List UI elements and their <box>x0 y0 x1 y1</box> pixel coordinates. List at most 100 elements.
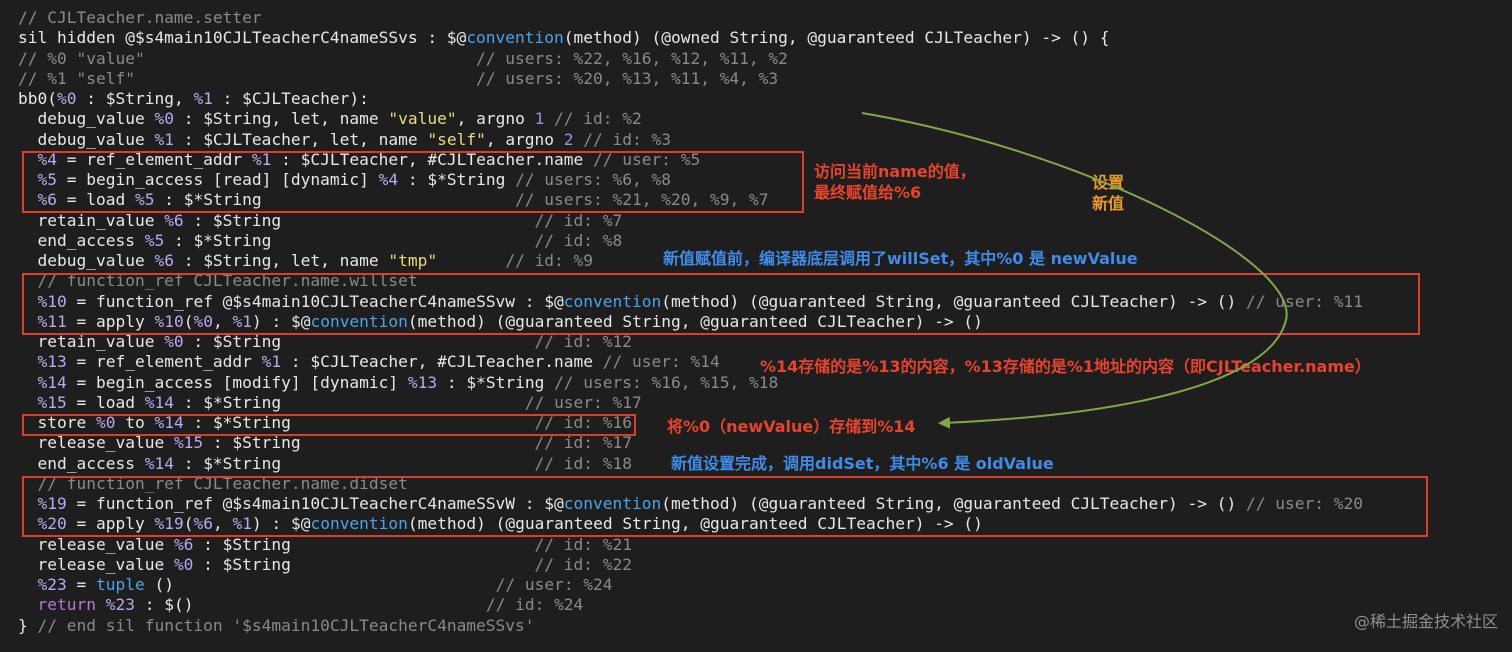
code-token: = function_ref @$s4main10CJLTeacherC4nam… <box>66 494 564 513</box>
code-token <box>437 251 505 270</box>
code-line: release_value %15 : $String // id: %17 <box>18 433 1363 453</box>
code-token: : $String <box>183 210 535 230</box>
code-token: // id: %16 <box>534 413 633 432</box>
code-token: // user: %17 <box>524 392 642 412</box>
code-token: store <box>18 413 96 432</box>
code-token: = function_ref @$s4main10CJLTeacherC4nam… <box>66 291 564 311</box>
code-token <box>18 352 38 371</box>
code-token: ( <box>183 514 194 534</box>
code-token: %1 <box>232 311 252 331</box>
code-token: : $*String <box>154 190 516 210</box>
code-token: %4 <box>378 170 399 189</box>
code-token: convention <box>310 311 408 331</box>
code-token <box>18 575 38 594</box>
note-storage: %14存储的是%13的内容，%13存储的是%1地址的内容（即CJLTeacher… <box>760 357 1371 376</box>
code-token: // id: %24 <box>485 595 584 615</box>
code-token: // function_ref CJLTeacher.name.didset <box>18 473 408 493</box>
code-token: // user: %14 <box>602 352 720 372</box>
code-token: ) : $@ <box>251 311 311 331</box>
code-token: : $*String <box>173 453 535 473</box>
code-token: // id: %7 <box>534 210 623 230</box>
note-willset: 新值赋值前，编译器底层调用了willSet，其中%0 是 newValue <box>663 249 1138 268</box>
code-token: (method) (@guaranteed String, @guarantee… <box>661 494 1246 513</box>
code-token: (method) (@guaranteed String, @guarantee… <box>407 514 983 534</box>
code-line: %5 = begin_access [read] [dynamic] %4 : … <box>18 170 1363 190</box>
code-token: %5 <box>37 170 58 189</box>
code-token: %1 <box>251 149 272 169</box>
code-token: %6 <box>154 251 174 270</box>
code-token: , argno <box>485 129 564 149</box>
code-token: debug_value <box>18 251 155 270</box>
code-token: : $CJLTeacher, let, name <box>173 129 428 149</box>
code-token: retain_value <box>18 210 165 230</box>
code-token <box>18 393 38 412</box>
code-token: %0 <box>56 89 77 108</box>
code-token: = ref_element_addr <box>57 149 252 169</box>
code-token <box>18 373 38 392</box>
code-token: end_access <box>18 453 145 473</box>
code-token: // id: %2 <box>544 109 642 129</box>
code-token: %11 <box>37 311 67 331</box>
highlight-box-load-name <box>22 151 804 213</box>
code-token: %1 <box>261 352 282 372</box>
code-line: retain_value %0 : $String // id: %12 <box>18 332 1363 352</box>
code-token: // id: %22 <box>534 554 633 574</box>
code-token: = begin_access [read] [dynamic] <box>57 170 379 189</box>
code-token: , <box>212 311 233 331</box>
code-token: : $String <box>183 332 535 351</box>
code-token: %19 <box>37 494 67 513</box>
code-token: %14 <box>144 453 174 473</box>
code-line: release_value %6 : $String // id: %21 <box>18 535 1363 555</box>
code-token: : $CJLTeacher): <box>212 89 369 108</box>
code-token: () <box>144 575 496 594</box>
code-token: %23 <box>105 595 135 615</box>
code-token <box>18 595 38 614</box>
code-token: %15 <box>173 433 204 453</box>
note-set-new-value: 设置 新值 <box>1092 173 1125 213</box>
code-line: debug_value %6 : $String, let, name "tmp… <box>18 251 1363 271</box>
code-line: return %23 : $() // id: %24 <box>18 595 1363 615</box>
code-token: debug_value <box>18 129 155 149</box>
code-token: %0 <box>173 554 194 574</box>
code-token: to <box>115 413 155 432</box>
code-token: convention <box>310 514 408 534</box>
code-token: // function_ref CJLTeacher.name.willset <box>18 271 418 291</box>
code-token: // id: %17 <box>534 433 633 453</box>
code-line: end_access %14 : $*String // id: %18 <box>18 454 1363 474</box>
code-line: debug_value %1 : $CJLTeacher, let, name … <box>18 130 1363 150</box>
code-token: convention <box>563 291 662 311</box>
code-token: // user: %5 <box>593 149 701 169</box>
code-token: // users: %16, %15, %18 <box>554 372 779 392</box>
code-token: // %0 "value" // users: %22, %16, %12, %… <box>18 48 788 68</box>
code-token: ) : $@ <box>251 514 311 534</box>
code-line: %23 = tuple () // user: %24 <box>18 575 1363 595</box>
highlight-box-store <box>22 414 636 436</box>
note-didset: 新值设置完成，调用didSet，其中%6 是 oldValue <box>671 454 1054 473</box>
code-token: tuple <box>96 575 145 594</box>
code-token: %19 <box>154 514 184 534</box>
code-token: // id: %9 <box>505 251 594 270</box>
code-line: bb0(%0 : $String, %1 : $CJLTeacher): <box>18 89 1363 109</box>
code-token: = load <box>57 190 135 210</box>
code-token: : $CJLTeacher, #CJLTeacher.name <box>271 149 594 169</box>
code-token: : $String, <box>76 89 194 108</box>
code-token: = apply <box>66 514 155 534</box>
code-line: // function_ref CJLTeacher.name.didset <box>18 474 1363 494</box>
code-token: %14 <box>154 413 184 432</box>
code-token: // CJLTeacher.name.setter <box>18 8 262 27</box>
code-token: convention <box>563 494 662 513</box>
code-line: store %0 to %14 : $*String // id: %16 <box>18 413 1363 433</box>
note-store-newvalue: 将%0（newValue）存储到%14 <box>667 417 916 436</box>
code-token: %6 <box>37 190 58 210</box>
code-token: debug_value <box>18 109 155 129</box>
code-token: // id: %3 <box>573 129 672 149</box>
code-token: , argno <box>456 109 535 129</box>
code-token: : $() <box>134 595 486 615</box>
code-token: %0 <box>95 413 116 432</box>
code-line: retain_value %6 : $String // id: %7 <box>18 211 1363 231</box>
code-token: %15 <box>37 392 67 412</box>
code-token: %13 <box>37 352 67 372</box>
code-token: // id: %12 <box>534 332 633 351</box>
code-token: = <box>66 575 96 594</box>
